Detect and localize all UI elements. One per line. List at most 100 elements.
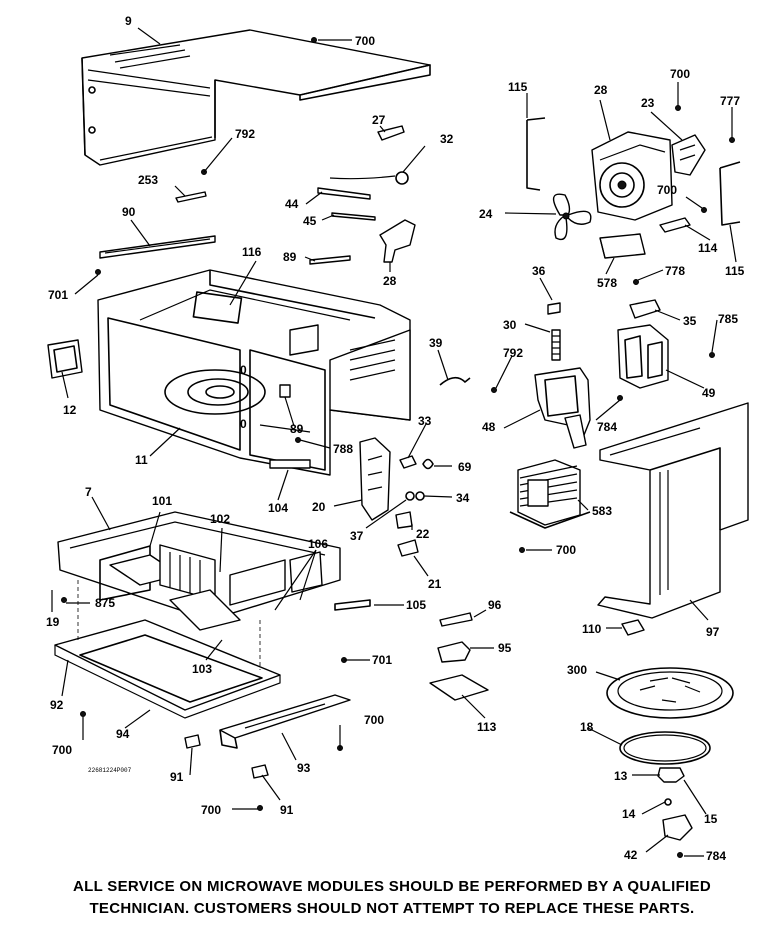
label-part-12: 12	[63, 403, 77, 417]
label-part-784: 784	[597, 420, 617, 434]
part-labels: 9 700 792 27 32 253 44 45 90 116 89 28 7…	[46, 14, 745, 863]
label-part-105: 105	[406, 598, 426, 612]
label-part-13: 13	[614, 769, 628, 783]
label-part-701: 701	[48, 288, 68, 302]
label-part-23: 23	[641, 96, 655, 110]
label-part-28-motor: 28	[594, 83, 608, 97]
label-part-792: 792	[235, 127, 255, 141]
part-base-plate	[57, 511, 371, 631]
label-part-583: 583	[592, 504, 612, 518]
label-part-95: 95	[498, 641, 512, 655]
label-part-875: 875	[95, 596, 115, 610]
label-part-792-right: 792	[503, 346, 523, 360]
label-part-115: 115	[508, 80, 528, 94]
part-transformer	[509, 459, 591, 529]
label-part-44: 44	[285, 197, 299, 211]
part-turntable	[606, 667, 734, 719]
label-part-103: 103	[192, 662, 212, 676]
label-part-784-bottom: 784	[706, 849, 726, 863]
part-square-cover	[47, 339, 83, 379]
label-part-106: 106	[308, 537, 328, 551]
label-part-39: 39	[429, 336, 443, 350]
label-part-22: 22	[416, 527, 430, 541]
label-part-27: 27	[372, 113, 386, 127]
label-part-89-cavity: 89	[290, 422, 304, 436]
label-part-116: 116	[242, 245, 262, 259]
label-part-92: 92	[50, 698, 64, 712]
label-zero-a: 0	[240, 363, 247, 377]
label-part-30: 30	[503, 318, 517, 332]
label-part-35: 35	[683, 314, 697, 328]
leader-lines	[51, 27, 737, 857]
label-part-778: 778	[665, 264, 685, 278]
part-switch-hardware	[175, 125, 416, 265]
label-part-33: 33	[418, 414, 432, 428]
part-thermostat-bracket	[429, 612, 645, 701]
part-oven-cavity	[97, 269, 411, 476]
label-part-18: 18	[580, 720, 594, 734]
label-part-32: 32	[440, 132, 454, 146]
label-part-96: 96	[488, 598, 502, 612]
label-part-36: 36	[532, 264, 546, 278]
part-fan-assembly	[526, 117, 741, 259]
label-part-93: 93	[297, 761, 311, 775]
label-part-113: 113	[477, 720, 497, 734]
label-part-45: 45	[303, 214, 317, 228]
part-outer-case	[81, 29, 431, 166]
label-part-700-tray: 700	[52, 743, 72, 757]
label-part-7: 7	[85, 485, 92, 499]
label-part-115-right: 115	[725, 264, 745, 278]
label-part-300: 300	[567, 663, 587, 677]
label-part-28: 28	[383, 274, 397, 288]
label-part-700-bottom: 700	[201, 803, 221, 817]
label-part-91-bottom: 91	[280, 803, 294, 817]
part-thermal-components	[439, 299, 669, 449]
label-part-21: 21	[428, 577, 442, 591]
label-part-788: 788	[333, 442, 353, 456]
label-part-700: 700	[355, 34, 375, 48]
label-part-94: 94	[116, 727, 130, 741]
label-part-104: 104	[268, 501, 288, 515]
label-part-9: 9	[125, 14, 132, 28]
label-part-700-trans: 700	[556, 543, 576, 557]
label-part-101: 101	[152, 494, 172, 508]
part-back-panel	[597, 402, 749, 619]
label-part-785: 785	[718, 312, 738, 326]
service-warning-line-1: ALL SERVICE ON MICROWAVE MODULES SHOULD …	[73, 878, 711, 895]
drawing-code: 22681224P007	[88, 767, 132, 774]
part-top-strip	[99, 235, 216, 259]
label-part-700-fan: 700	[657, 183, 677, 197]
label-part-701-base: 701	[372, 653, 392, 667]
label-part-19: 19	[46, 615, 60, 629]
label-part-777: 777	[720, 94, 740, 108]
label-part-90: 90	[122, 205, 136, 219]
label-part-14: 14	[622, 807, 636, 821]
label-part-97: 97	[706, 625, 720, 639]
label-part-42: 42	[624, 848, 638, 862]
label-part-69: 69	[458, 460, 472, 474]
label-part-20: 20	[312, 500, 326, 514]
label-part-102: 102	[210, 512, 230, 526]
label-part-24: 24	[479, 207, 493, 221]
part-turntable-drive	[657, 767, 693, 841]
label-part-700-top: 700	[670, 67, 690, 81]
label-part-34: 34	[456, 491, 470, 505]
part-front-rail	[184, 694, 351, 779]
label-part-48: 48	[482, 420, 496, 434]
part-bottom-tray	[54, 580, 281, 719]
label-part-11: 11	[135, 453, 148, 467]
part-interlock	[359, 437, 434, 557]
label-part-700-rail: 700	[364, 713, 384, 727]
label-part-91: 91	[170, 770, 184, 784]
label-part-114: 114	[698, 241, 718, 255]
label-part-49: 49	[702, 386, 716, 400]
label-part-253: 253	[138, 173, 158, 187]
label-part-37: 37	[350, 529, 364, 543]
label-part-578: 578	[597, 276, 617, 290]
part-roller-ring	[619, 731, 711, 765]
label-zero-b: 0	[240, 417, 247, 431]
service-warning-line-2: TECHNICIAN. CUSTOMERS SHOULD NOT ATTEMPT…	[89, 900, 695, 917]
label-part-15: 15	[704, 812, 718, 826]
label-part-110: 110	[582, 622, 602, 636]
